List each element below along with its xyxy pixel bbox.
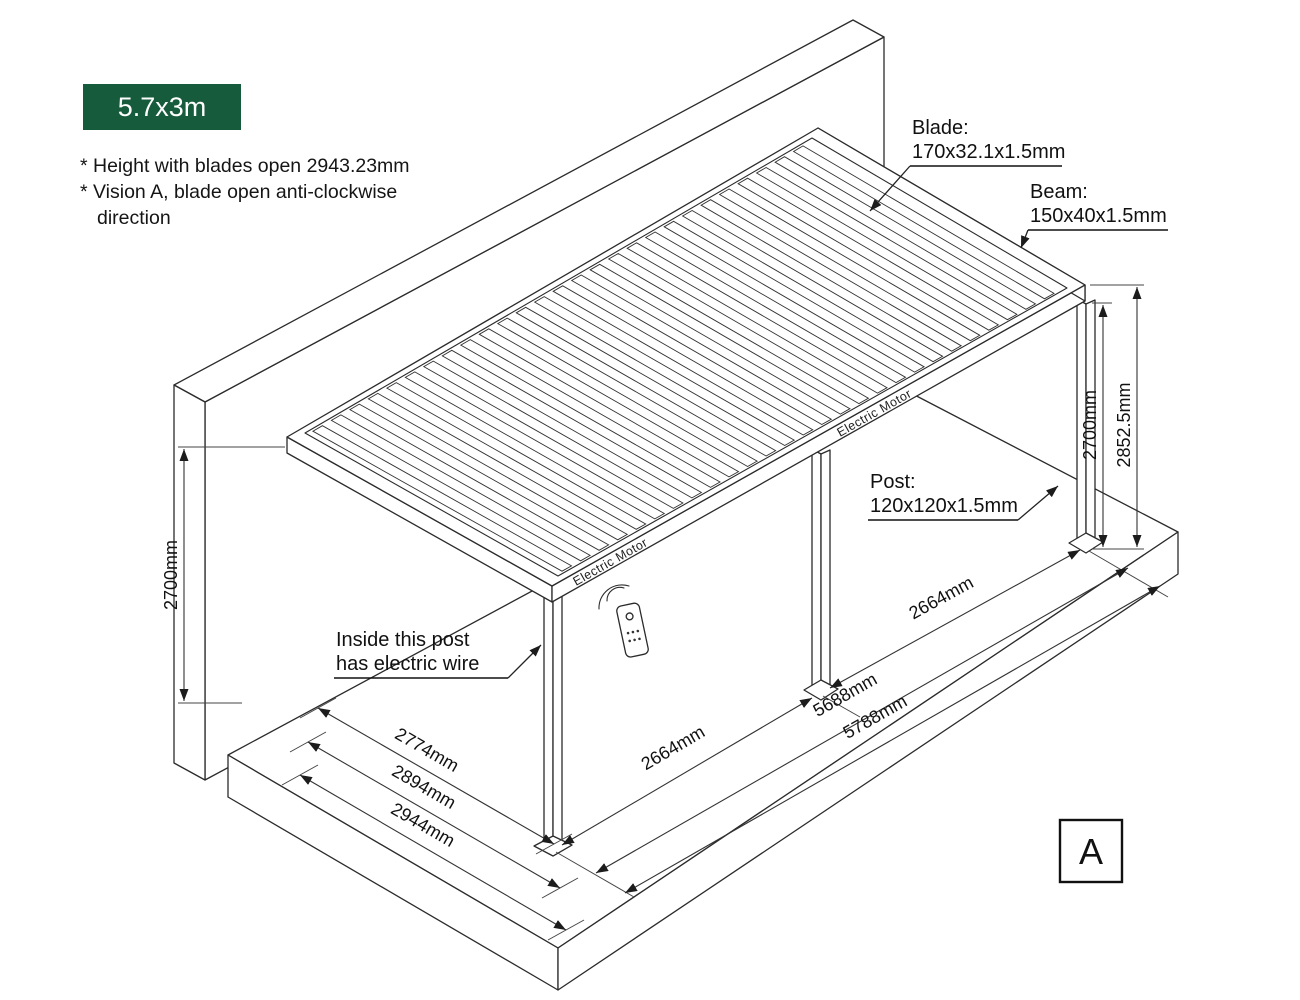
size-badge: 5.7x3m: [83, 84, 241, 130]
louver-blade: [589, 263, 851, 415]
louver-blade: [607, 252, 870, 405]
callout-post-title: Post:: [870, 471, 916, 493]
dimension-label-height-left: 2700mm: [161, 540, 181, 610]
louver-blade: [792, 145, 1055, 300]
dimension-line: [624, 585, 1161, 894]
note-line-2: * Vision A, blade open anti-clockwise: [80, 181, 397, 203]
louver-blade: [774, 156, 1037, 310]
louver-blade: [700, 199, 963, 352]
dimension-label-height-total: 2852.5mm: [1114, 382, 1134, 467]
louver-blade: [552, 285, 814, 436]
louver-blade: [570, 274, 833, 426]
note-line-3: direction: [97, 207, 171, 229]
notes: * Height with blades open 2943.23mm * Vi…: [80, 155, 410, 229]
louver-blade: [681, 209, 944, 363]
dimension-height-right: 2700mm 2852.5mm: [1080, 284, 1144, 550]
louvered-roof: Electric Motor Electric Motor: [286, 127, 1086, 603]
callout-blade-value: 170x32.1x1.5mm: [912, 141, 1065, 163]
callout-blade: Blade: 170x32.1x1.5mm: [869, 117, 1065, 212]
louver-blade: [755, 166, 1018, 321]
callout-beam-value: 150x40x1.5mm: [1030, 205, 1167, 227]
dimension-label-height-right: 2700mm: [1080, 390, 1100, 460]
louver-blade: [478, 328, 740, 478]
louver-blade: [737, 177, 1000, 331]
louver-blade: [385, 382, 647, 530]
view-marker: A: [1058, 818, 1124, 884]
louver-blade: [422, 360, 684, 509]
dimension-height-left: 2700mm: [161, 446, 285, 704]
view-marker-letter: A: [1079, 831, 1103, 872]
louver-blade: [533, 296, 796, 447]
roof-inner-frame: [304, 137, 1068, 577]
callout-blade-title: Blade:: [912, 117, 969, 139]
callout-post-value: 120x120x1.5mm: [870, 495, 1018, 517]
louver-blade: [644, 231, 907, 384]
louver-blade: [348, 403, 610, 551]
louver-blades: [311, 145, 1055, 572]
louver-blade: [663, 220, 926, 373]
post-right: [1068, 298, 1104, 554]
callout-post: Post: 120x120x1.5mm: [868, 471, 1059, 521]
callout-beam: Beam: 150x40x1.5mm: [1020, 181, 1168, 249]
louver-blade: [459, 339, 721, 488]
louver-blade: [330, 414, 592, 562]
dimension-line: [299, 774, 567, 931]
callout-leader-arrow: [869, 165, 911, 212]
callout-leader-arrow: [1017, 485, 1059, 521]
size-badge-label: 5.7x3m: [118, 92, 207, 122]
louver-blade: [441, 349, 703, 499]
callout-wire-line2: has electric wire: [336, 653, 479, 675]
callout-leader-arrow: [1020, 229, 1030, 249]
louver-blade: [626, 242, 888, 394]
callout-electric-wire: Inside this post has electric wire: [334, 629, 542, 679]
louver-blade: [496, 317, 759, 468]
louver-blade: [311, 425, 573, 572]
extension-line: [555, 851, 635, 898]
louver-blade: [367, 392, 629, 541]
size-badge-background: [83, 84, 241, 130]
louver-blade: [515, 306, 777, 457]
louver-blade: [718, 188, 981, 342]
callout-wire-line1: Inside this post: [336, 629, 470, 651]
callout-beam-title: Beam:: [1030, 181, 1088, 203]
callout-leader-arrow: [507, 644, 542, 679]
louver-blade: [404, 371, 666, 520]
view-marker-box: [1058, 818, 1124, 884]
note-line-1: * Height with blades open 2943.23mm: [80, 155, 410, 177]
